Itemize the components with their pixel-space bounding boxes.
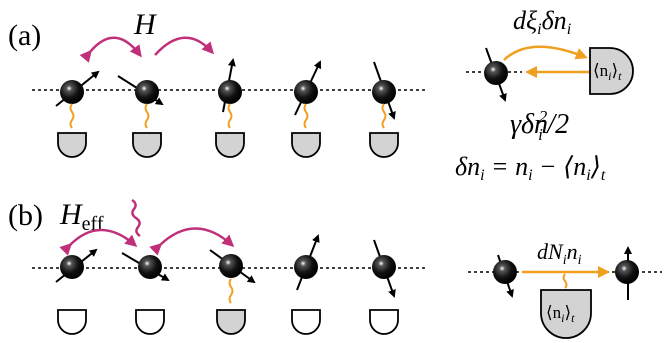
- spin-a4: [294, 60, 322, 116]
- hopping-arrow-left: [79, 36, 142, 63]
- hopping-arrow-b-right: [149, 227, 235, 256]
- jump-label: dNini: [537, 239, 582, 268]
- spin-a5: [372, 61, 396, 120]
- jump-schematic-b: ⟨ni⟩t dNini: [468, 239, 662, 339]
- detectors-a: [57, 132, 399, 158]
- hopping-arrow-b-left: [59, 228, 138, 256]
- spin-a2: [117, 75, 164, 106]
- definition-label: δni = ni − ⟨ni⟩t: [455, 152, 606, 184]
- panel-a-label: (a): [8, 19, 41, 52]
- measurement-link-b: [228, 278, 234, 304]
- panel-a: (a) H: [8, 6, 634, 184]
- spin-b5: [372, 239, 396, 298]
- measurement-schematic-a: ⟨ni⟩t dξiδni γδni2/2 δni = ni − ⟨ni⟩t: [455, 6, 634, 184]
- detectors-b: [57, 309, 399, 335]
- spin-b3: [209, 249, 256, 284]
- spin-b1: [55, 248, 98, 283]
- spin-a1: [55, 70, 100, 107]
- svg-text:⟨ni⟩t: ⟨ni⟩t: [546, 303, 575, 325]
- cut-wiggle: [131, 198, 141, 238]
- effective-hamiltonian-label: Heff: [59, 198, 104, 235]
- detector-b-big: [540, 289, 592, 339]
- backaction-label: γδni2/2: [510, 107, 569, 144]
- hopping-arrow-right: [154, 36, 215, 56]
- measurement-links-a: [69, 103, 387, 129]
- measurement-label: dξiδni: [513, 6, 571, 38]
- svg-text:⟨ni⟩t: ⟨ni⟩t: [593, 61, 622, 83]
- spin-b4: [294, 234, 320, 291]
- spin-b2: [121, 252, 170, 282]
- hamiltonian-label: H: [133, 8, 158, 41]
- spin-a3: [218, 58, 242, 113]
- panel-b: (b) Heff: [8, 198, 662, 339]
- detector-a-big: [589, 47, 634, 95]
- panel-b-label: (b): [8, 199, 43, 232]
